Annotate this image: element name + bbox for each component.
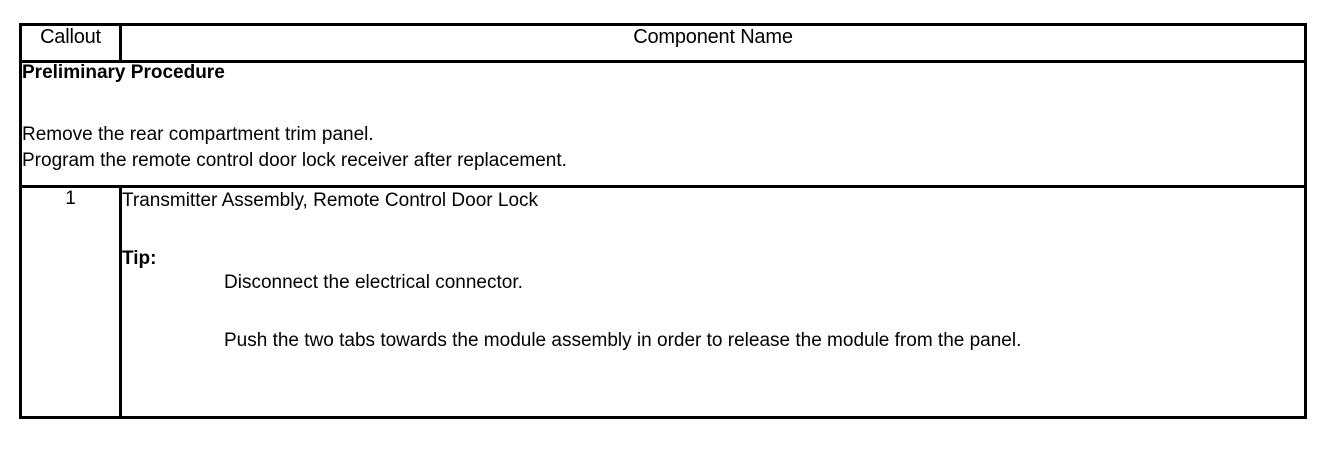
preliminary-procedure-row: Preliminary Procedure Remove the rear co…: [19, 60, 1307, 188]
component-description-cell: Transmitter Assembly, Remote Control Doo…: [119, 185, 1307, 419]
service-procedure-table: Callout Component Name Preliminary Proce…: [19, 23, 1307, 419]
preliminary-step-2: Program the remote control door lock rec…: [22, 150, 567, 171]
table-header-row: Callout Component Name: [19, 23, 1307, 63]
preliminary-procedure-cell: Preliminary Procedure Remove the rear co…: [19, 60, 1307, 188]
component-name-text: Transmitter Assembly, Remote Control Doo…: [122, 190, 539, 211]
spacer: [22, 84, 1304, 122]
tip-label: Tip:: [122, 248, 157, 269]
preliminary-step-1: Remove the rear compartment trim panel.: [22, 124, 374, 145]
callout-number: 1: [19, 185, 122, 419]
column-header-callout: Callout: [19, 23, 122, 63]
preliminary-procedure-title: Preliminary Procedure: [22, 62, 225, 83]
column-header-component-name: Component Name: [119, 23, 1307, 63]
tip-line-1: Disconnect the electrical connector.: [224, 272, 523, 293]
tip-line-2: Push the two tabs towards the module ass…: [224, 330, 1022, 351]
component-row: 1 Transmitter Assembly, Remote Control D…: [19, 185, 1307, 419]
spacer: [122, 296, 1304, 328]
spacer: [122, 214, 1304, 248]
